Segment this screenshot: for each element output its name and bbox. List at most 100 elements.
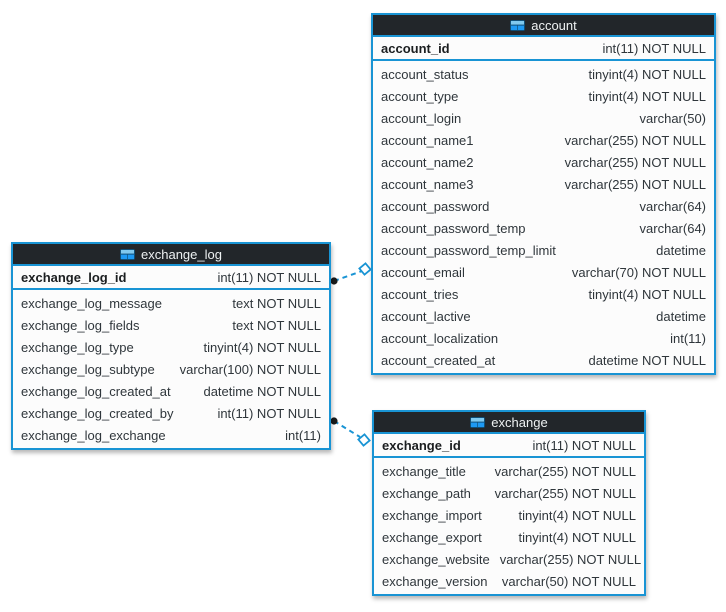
column-list: account_status tinyint(4) NOT NULL accoun… xyxy=(373,61,714,373)
column-type: varchar(64) xyxy=(639,220,706,236)
column-type: varchar(255) NOT NULL xyxy=(564,154,706,170)
column-type: varchar(64) xyxy=(639,198,706,214)
column-type: text NOT NULL xyxy=(232,317,321,333)
column-row: account_created_at datetime NOT NULL xyxy=(373,349,714,371)
column-row: account_name2 varchar(255) NOT NULL xyxy=(373,151,714,173)
column-name: account_lactive xyxy=(381,308,471,324)
table-name: exchange_log xyxy=(141,246,222,262)
column-type: tinyint(4) NOT NULL xyxy=(588,286,706,302)
column-name: account_password xyxy=(381,198,490,214)
column-type: int(11) NOT NULL xyxy=(602,40,706,56)
column-list: exchange_title varchar(255) NOT NULL exch… xyxy=(374,458,644,594)
table-header-exchange-log[interactable]: exchange_log xyxy=(13,244,329,266)
column-type: datetime NOT NULL xyxy=(203,383,321,399)
column-row: account_password_temp_limit datetime xyxy=(373,239,714,261)
column-type: varchar(255) NOT NULL xyxy=(494,463,636,479)
column-row: account_lactive datetime xyxy=(373,305,714,327)
table-entity-exchange[interactable]: exchange exchange_id int(11) NOT NULL ex… xyxy=(372,410,646,596)
table-name: exchange xyxy=(491,414,548,430)
table-name: account xyxy=(531,17,577,33)
column-type: varchar(255) NOT NULL xyxy=(564,176,706,192)
table-header-account[interactable]: account xyxy=(373,15,714,37)
column-name: exchange_import xyxy=(382,507,482,523)
column-type: varchar(50) xyxy=(639,110,706,126)
table-icon xyxy=(470,416,486,428)
column-row: exchange_title varchar(255) NOT NULL xyxy=(374,460,644,482)
column-row: account_email varchar(70) NOT NULL xyxy=(373,261,714,283)
column-row: exchange_log_created_by int(11) NOT NULL xyxy=(13,402,329,424)
column-type: int(11) xyxy=(670,330,706,346)
relationship-exchange-log-account[interactable] xyxy=(330,262,372,285)
column-row: account_name1 varchar(255) NOT NULL xyxy=(373,129,714,151)
column-name: account_name1 xyxy=(381,132,474,148)
column-name: exchange_log_fields xyxy=(21,317,140,333)
table-entity-account[interactable]: account account_id int(11) NOT NULL acco… xyxy=(371,13,716,375)
mandatory-dot-endpoint xyxy=(330,277,338,285)
column-type: varchar(100) NOT NULL xyxy=(179,361,321,377)
column-row: exchange_log_type tinyint(4) NOT NULL xyxy=(13,336,329,358)
column-type: datetime xyxy=(656,242,706,258)
primary-key-row: exchange_log_id int(11) NOT NULL xyxy=(13,266,329,290)
column-type: varchar(50) NOT NULL xyxy=(501,573,636,589)
column-name: exchange_website xyxy=(382,551,490,567)
column-row: account_password varchar(64) xyxy=(373,195,714,217)
column-type: tinyint(4) NOT NULL xyxy=(203,339,321,355)
primary-key-row: account_id int(11) NOT NULL xyxy=(373,37,714,61)
column-type: text NOT NULL xyxy=(232,295,321,311)
table-entity-exchange-log[interactable]: exchange_log exchange_log_id int(11) NOT… xyxy=(11,242,331,450)
column-row: exchange_website varchar(255) NOT NULL xyxy=(374,548,644,570)
column-type: tinyint(4) NOT NULL xyxy=(588,66,706,82)
column-name: exchange_log_exchange xyxy=(21,427,166,443)
column-type: tinyint(4) NOT NULL xyxy=(588,88,706,104)
column-type: int(11) NOT NULL xyxy=(217,269,321,285)
column-name: account_login xyxy=(381,110,462,126)
column-name: account_name3 xyxy=(381,176,474,192)
table-header-exchange[interactable]: exchange xyxy=(374,412,644,434)
column-row: exchange_log_message text NOT NULL xyxy=(13,292,329,314)
column-type: varchar(255) NOT NULL xyxy=(564,132,706,148)
column-type: int(11) NOT NULL xyxy=(532,437,636,453)
column-name: account_created_at xyxy=(381,352,496,368)
column-row: exchange_log_created_at datetime NOT NULL xyxy=(13,380,329,402)
column-name: exchange_log_created_by xyxy=(21,405,174,421)
column-row: account_login varchar(50) xyxy=(373,107,714,129)
column-type: varchar(255) NOT NULL xyxy=(494,485,636,501)
column-type: datetime NOT NULL xyxy=(588,352,706,368)
open-diamond-endpoint xyxy=(358,262,372,276)
column-row: account_status tinyint(4) NOT NULL xyxy=(373,63,714,85)
column-name: account_password_temp_limit xyxy=(381,242,556,258)
column-name: exchange_title xyxy=(382,463,466,479)
column-row: account_name3 varchar(255) NOT NULL xyxy=(373,173,714,195)
column-type: varchar(255) NOT NULL xyxy=(499,551,642,567)
column-type: int(11) NOT NULL xyxy=(217,405,321,421)
column-name: exchange_log_created_at xyxy=(21,383,171,399)
column-type: tinyint(4) NOT NULL xyxy=(518,507,636,523)
column-type: varchar(70) NOT NULL xyxy=(571,264,706,280)
column-name: account_status xyxy=(381,66,469,82)
column-name: exchange_log_subtype xyxy=(21,361,155,377)
column-row: exchange_log_fields text NOT NULL xyxy=(13,314,329,336)
table-icon xyxy=(510,19,526,31)
column-row: account_type tinyint(4) NOT NULL xyxy=(373,85,714,107)
mandatory-dot-endpoint xyxy=(330,417,338,425)
column-name: account_password_temp xyxy=(381,220,526,236)
column-name: account_type xyxy=(381,88,459,104)
column-row: account_localization int(11) xyxy=(373,327,714,349)
column-name: exchange_log_type xyxy=(21,339,134,355)
column-type: datetime xyxy=(656,308,706,324)
relationship-exchange-log-exchange[interactable] xyxy=(330,417,371,447)
table-icon xyxy=(120,248,136,260)
column-name: exchange_log_message xyxy=(21,295,162,311)
open-diamond-endpoint xyxy=(357,433,371,447)
column-name: account_localization xyxy=(381,330,499,346)
column-name: account_email xyxy=(381,264,465,280)
column-name: account_name2 xyxy=(381,154,474,170)
column-row: exchange_log_subtype varchar(100) NOT NUL… xyxy=(13,358,329,380)
column-row: account_password_temp varchar(64) xyxy=(373,217,714,239)
primary-key-row: exchange_id int(11) NOT NULL xyxy=(374,434,644,458)
